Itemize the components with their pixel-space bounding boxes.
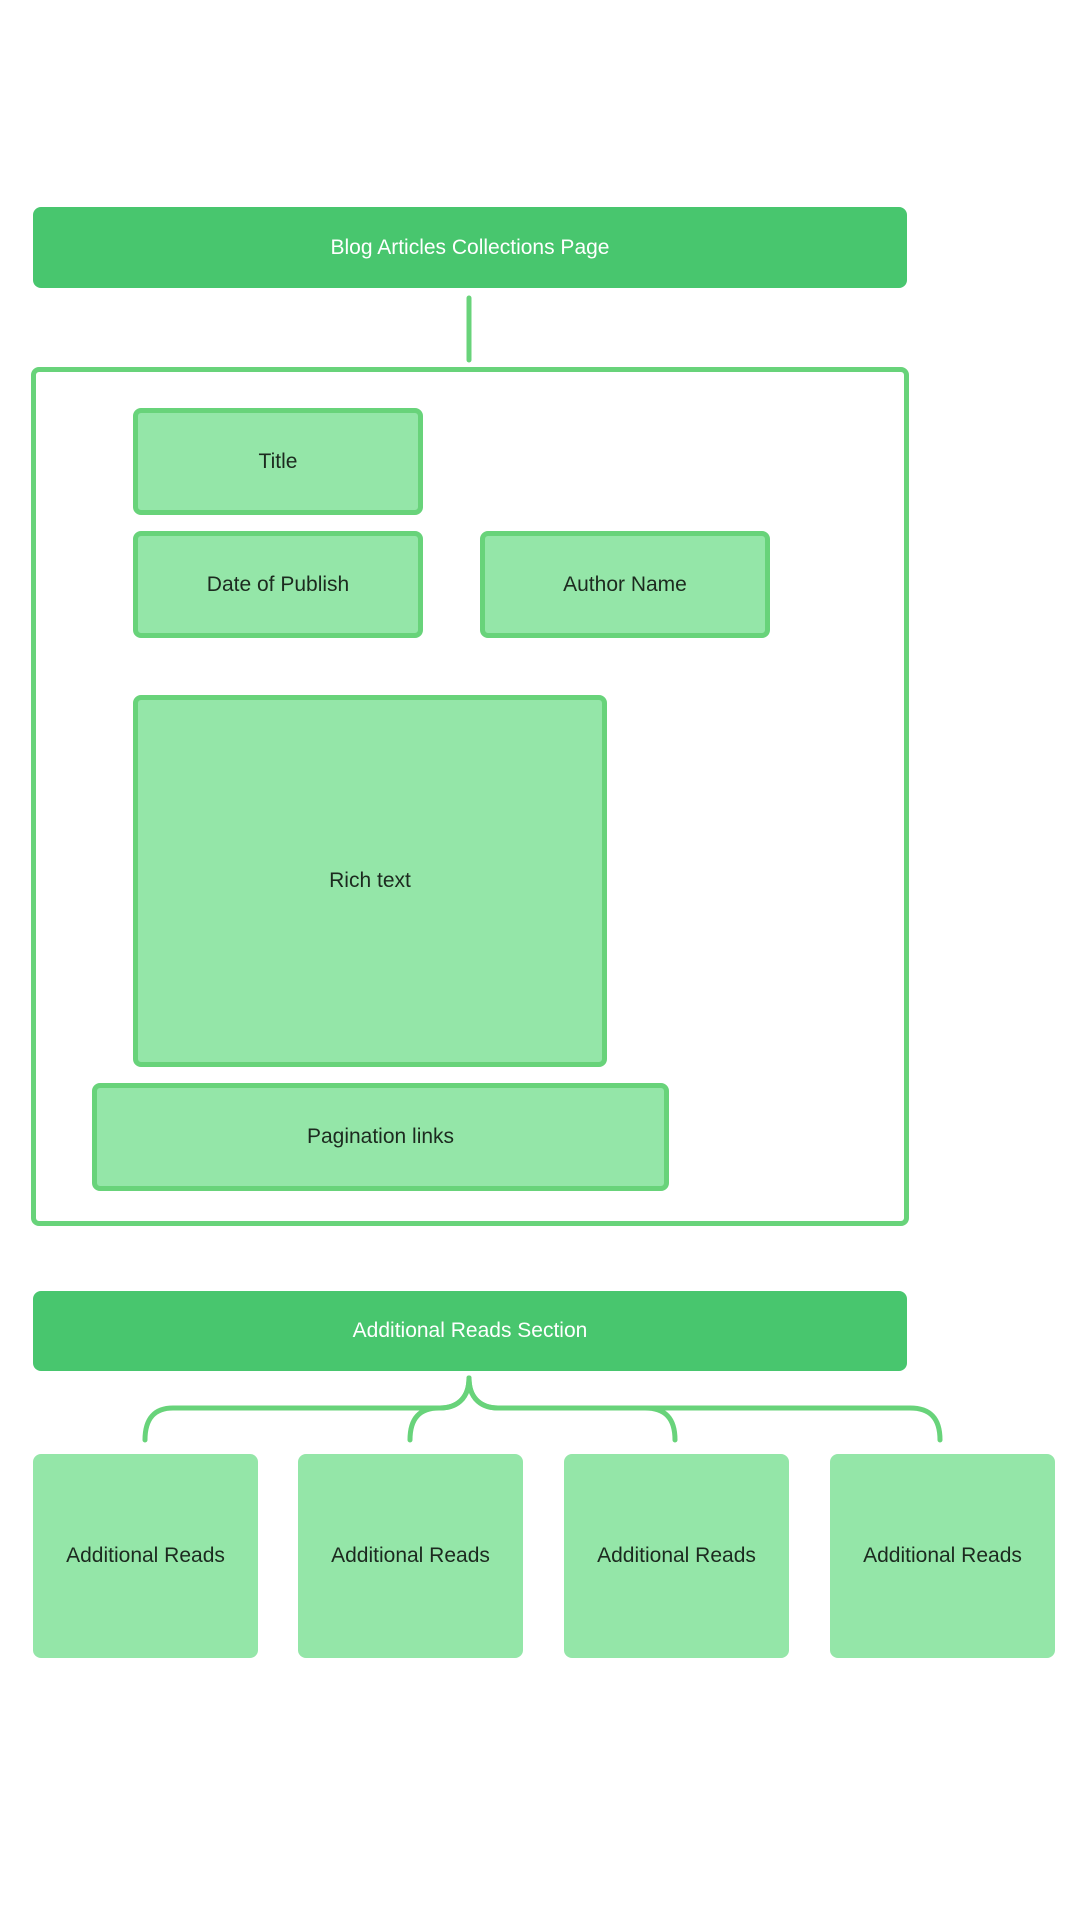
title-field-label: Title (258, 449, 298, 473)
additional-reads-label: Additional Reads (597, 1544, 756, 1567)
rich-text-field: Rich text (133, 695, 607, 1067)
header-label: Blog Articles Collections Page (330, 235, 610, 259)
additional-section-label: Additional Reads Section (352, 1319, 588, 1342)
blog-articles-collections-header: Blog Articles Collections Page (33, 207, 907, 288)
branch-connector-4 (466, 1375, 943, 1443)
additional-reads-card: Additional Reads (298, 1454, 523, 1658)
additional-reads-card: Additional Reads (830, 1454, 1055, 1658)
rich-text-label: Rich text (329, 869, 411, 892)
additional-reads-card: Additional Reads (564, 1454, 789, 1658)
additional-reads-label: Additional Reads (331, 1544, 490, 1567)
branch-connector-2 (407, 1375, 472, 1443)
additional-reads-section-header: Additional Reads Section (33, 1291, 907, 1371)
date-field-label: Date of Publish (206, 572, 350, 596)
date-of-publish-field: Date of Publish (133, 531, 423, 638)
author-field-label: Author Name (563, 572, 687, 596)
additional-reads-label: Additional Reads (66, 1544, 225, 1567)
title-field: Title (133, 408, 423, 515)
pagination-links-field: Pagination links (92, 1083, 669, 1191)
additional-reads-card: Additional Reads (33, 1454, 258, 1658)
author-name-field: Author Name (480, 531, 770, 638)
branch-connector-1 (142, 1375, 472, 1443)
pagination-label: Pagination links (306, 1125, 455, 1148)
additional-reads-label: Additional Reads (863, 1544, 1022, 1567)
